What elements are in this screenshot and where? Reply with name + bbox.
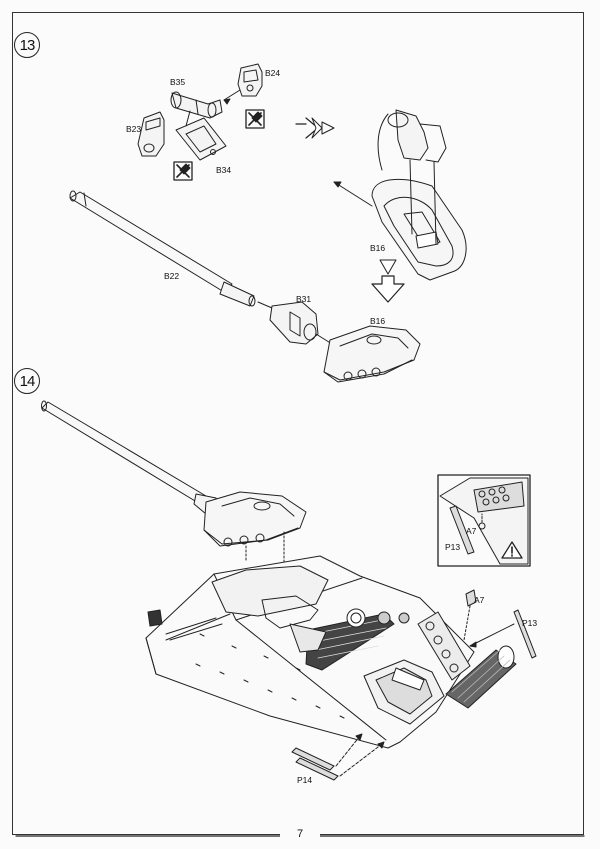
warning-icon [501,541,523,559]
b22-barrel [69,190,256,307]
spare-track-links [417,611,471,681]
label-b35: B35 [170,77,186,87]
mantlet-assembly-detail [333,109,467,281]
label-p13: P13 [522,618,538,628]
label-b16-lower: B16 [370,316,386,326]
label-b16-upper: B16 [370,243,386,253]
step-13-number: 13 [14,32,40,58]
label-p13-inset: P13 [445,542,461,552]
p13-part [469,609,537,659]
main-gun-barrel [41,400,223,515]
hull [145,555,475,749]
arrow-down-icon [371,259,405,303]
label-a7: A7 [474,595,485,605]
label-p14: P14 [297,775,313,785]
b23-part [137,111,165,157]
label-b22: B22 [164,271,180,281]
label-b31: B31 [296,294,312,304]
b35-leader [185,110,191,127]
remove-part-icon [173,161,193,181]
arrow-right-icon [295,117,335,139]
b24-leader [223,89,241,101]
label-b23: B23 [126,124,142,134]
b34-part [175,117,227,161]
remove-part-icon [245,109,265,129]
step-14-number: 14 [14,368,40,394]
label-b24: B24 [265,68,281,78]
b22-leader [257,301,273,309]
page-number: 7 [280,828,320,840]
exhaust-muffler [445,645,517,709]
a7-part [463,589,477,641]
mantlet-on-gun [203,491,307,569]
label-a7-inset: A7 [466,526,477,536]
label-b34: B34 [216,165,232,175]
b31-part [269,301,319,345]
b16-mantlet [323,325,421,383]
b24-arrowhead [223,98,231,105]
b24-part [237,63,263,97]
b35-part [170,91,223,119]
p14-part [291,733,385,781]
